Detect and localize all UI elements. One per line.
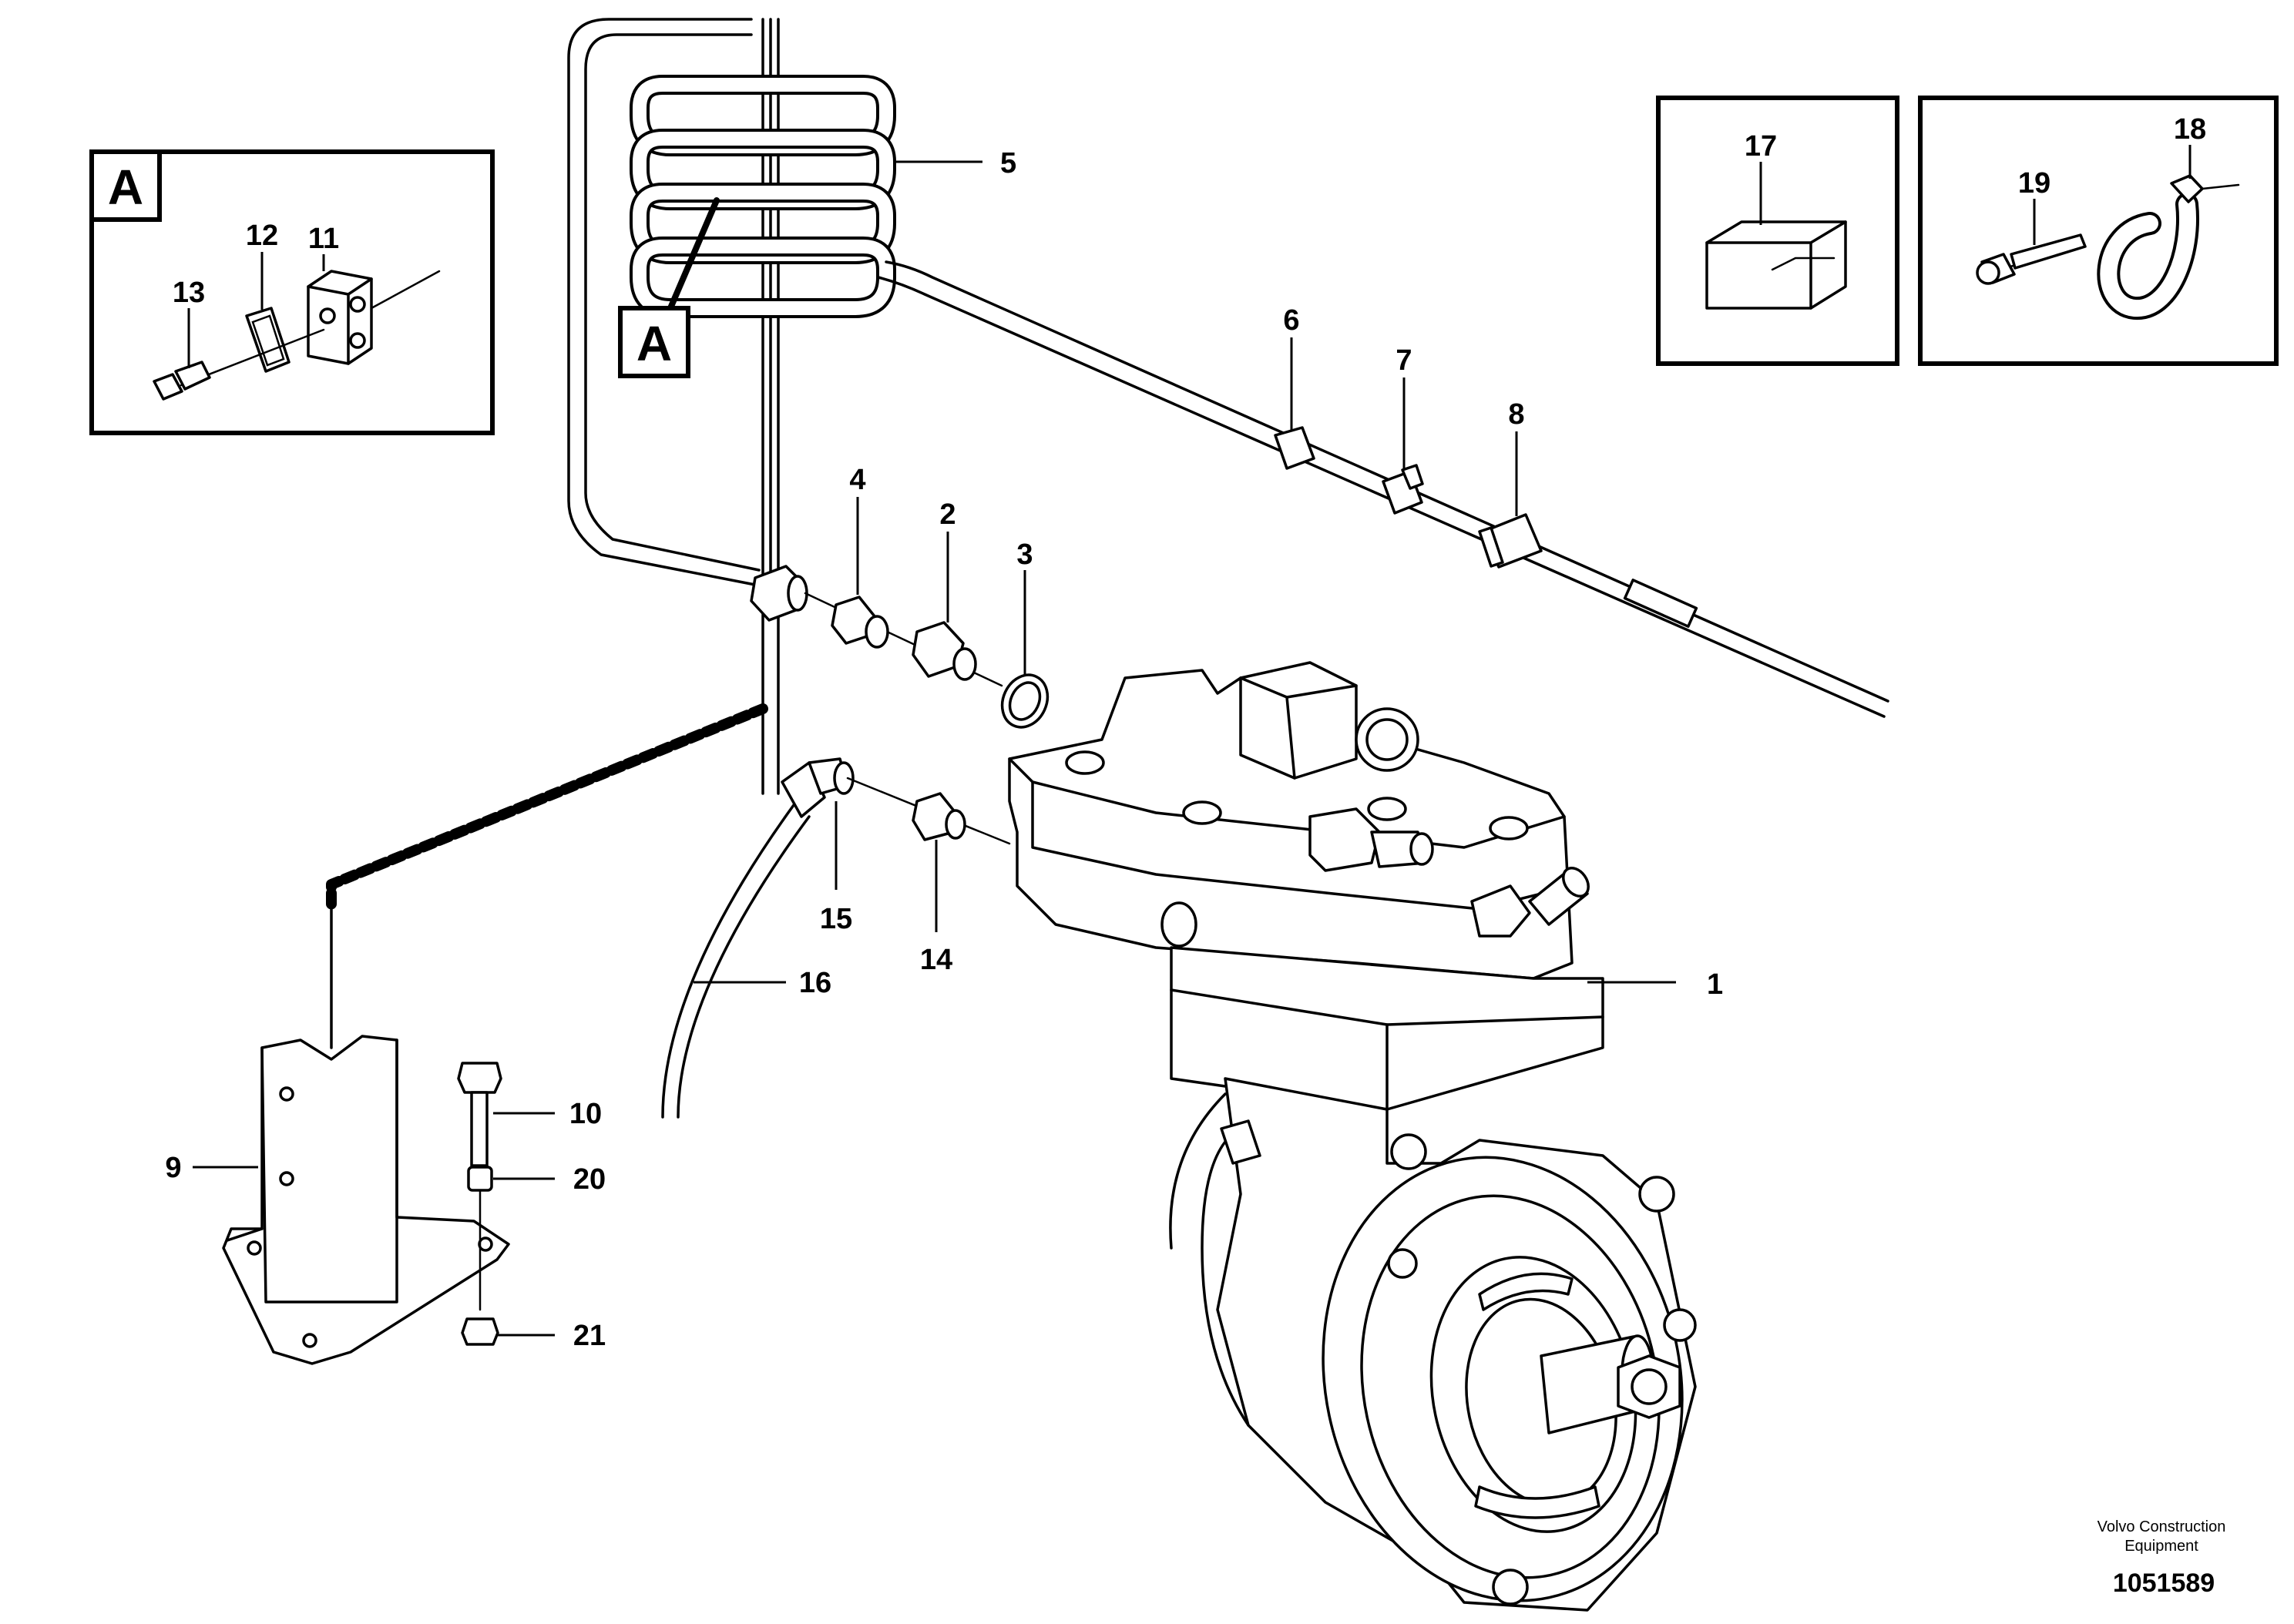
fitting-14	[912, 792, 966, 932]
callout-9: 9	[165, 1152, 181, 1184]
clamp-block	[307, 270, 441, 365]
fitting-7	[1382, 377, 1424, 515]
detail-box-18-19	[1918, 96, 2279, 366]
callout-18: 18	[2174, 113, 2206, 146]
detail-a-label: A	[108, 159, 143, 215]
callout-19: 19	[2018, 167, 2050, 200]
compressor	[1008, 661, 1697, 1612]
elbow-15	[781, 757, 1011, 890]
callout-14: 14	[920, 944, 952, 976]
credit-line-2: Equipment	[2124, 1538, 2198, 1555]
callout-3: 3	[1016, 539, 1033, 571]
callout-4: 4	[849, 464, 865, 496]
callout-6: 6	[1283, 304, 1299, 337]
credit-line-1: Volvo Construction	[2098, 1518, 2226, 1535]
marker-a-on-coil: A	[618, 197, 720, 378]
callout-8: 8	[1508, 398, 1524, 431]
marker-a-label: A	[636, 316, 672, 371]
rubber-pad	[245, 307, 291, 373]
callout-10: 10	[569, 1098, 602, 1130]
callout-17: 17	[1745, 130, 1777, 163]
hose	[661, 804, 811, 1119]
fitting-4	[831, 497, 889, 649]
spacer-20	[467, 1166, 555, 1311]
coiled-pipe	[567, 18, 1889, 795]
bolt-10	[457, 1062, 555, 1167]
callout-11: 11	[308, 223, 339, 255]
fitting-6	[1274, 337, 1315, 470]
callout-20: 20	[573, 1163, 606, 1196]
fitting-2	[912, 532, 977, 681]
callout-2: 2	[939, 498, 956, 531]
callout-labels: 1 2 3 4 5 6 7 8 9 10 11 12 13 14 15 16 1…	[165, 113, 2206, 1352]
detail-box-17	[1656, 96, 1899, 366]
callout-1: 1	[1707, 968, 1723, 1001]
callout-7: 7	[1396, 344, 1412, 377]
nut-21	[461, 1317, 555, 1346]
callout-15: 15	[820, 903, 852, 935]
document-number: 1051589	[2113, 1569, 2215, 1598]
fitting-8	[1478, 431, 1543, 569]
bolt-small	[153, 328, 325, 401]
callout-21: 21	[573, 1320, 606, 1352]
bracket	[193, 1035, 510, 1365]
detail-box-a: A	[89, 149, 495, 435]
callout-13: 13	[173, 277, 205, 309]
callout-16: 16	[799, 967, 831, 999]
callout-5: 5	[1000, 147, 1016, 180]
o-ring-3	[1000, 570, 1050, 729]
footer: Volvo Construction Equipment 1051589	[2098, 1518, 2226, 1598]
callout-12: 12	[246, 220, 278, 252]
